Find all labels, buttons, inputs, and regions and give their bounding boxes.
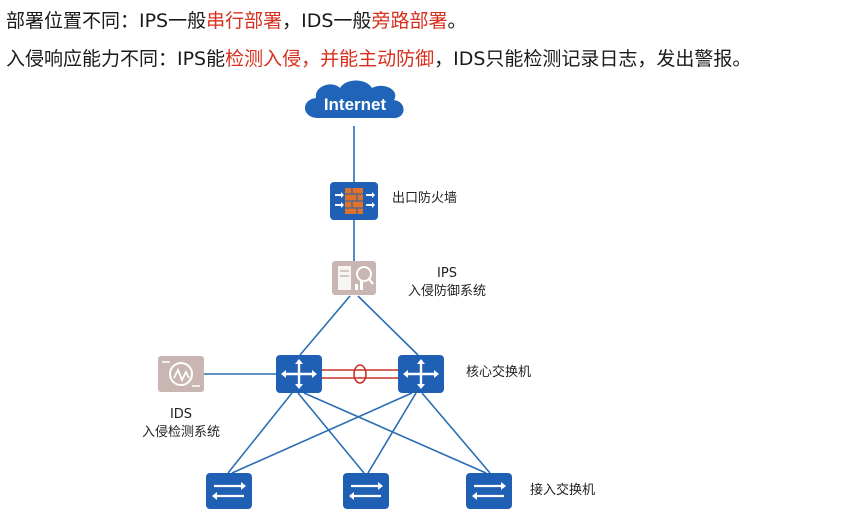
firewall-label: 出口防火墙 [392,191,458,206]
ips-device-icon [332,261,376,295]
statement-deployment-suffix: 。 [447,10,467,32]
core-switch-right-icon [398,355,444,393]
access-switch-right-icon [466,473,512,509]
statement-response: 入侵响应能力不同：IPS能检测入侵，并能主动防御，IDS只能检测记录日志，发出警… [6,44,751,71]
highlight-active-defense: 检测入侵，并能主动防御 [225,48,435,70]
access-switch-label: 接入交换机 [530,483,596,498]
highlight-inline-deployment: 串行部署 [206,10,283,32]
internet-label: Internet [324,95,387,114]
ips-label: IPS 入侵防御系统 [392,265,502,301]
core-switch-left-icon [276,355,322,393]
highlight-bypass-deployment: 旁路部署 [371,10,448,32]
ids-title: IDS [169,407,193,422]
links [204,126,491,474]
lag-link [322,364,398,384]
access-switch-middle-icon [343,473,389,509]
statement-deployment: 部署位置不同：IPS一般串行部署，IDS一般旁路部署。 [6,6,466,33]
link-coreL-accessR [303,392,487,474]
link-coreR-accessM [367,392,417,474]
ids-subtitle: 入侵检测系统 [141,425,220,440]
access-switch-left-icon [206,473,252,509]
core-switch-label: 核心交换机 [466,365,532,380]
ips-subtitle: 入侵防御系统 [407,284,486,299]
link-coreR-accessL [231,392,413,474]
statement-deployment-mid: ，IDS一般 [282,10,372,32]
link-ips-core-left [299,295,351,356]
statement-deployment-prefix: 部署位置不同：IPS一般 [6,10,207,32]
link-coreL-accessM [297,392,365,474]
firewall-icon [330,182,378,220]
ips-title: IPS [437,266,457,281]
statement-response-suffix: ，IDS只能检测记录日志，发出警报。 [434,48,752,70]
ids-label: IDS 入侵检测系统 [126,406,236,442]
ids-device-icon [158,356,204,392]
statement-response-prefix: 入侵响应能力不同：IPS能 [6,48,226,70]
internet-cloud-icon: Internet [304,80,404,119]
link-ips-core-right [357,295,419,356]
link-coreL-accessL [227,392,293,474]
link-coreR-accessR [421,392,491,474]
